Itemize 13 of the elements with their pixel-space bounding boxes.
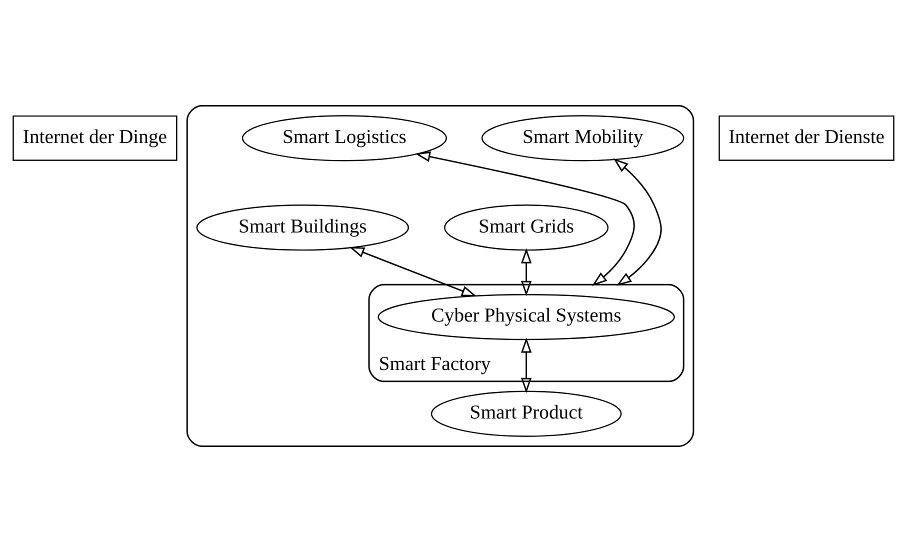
- arrow: [520, 336, 532, 393]
- node-ellipse: Smart Mobility: [481, 114, 684, 161]
- node-ellipse: Smart Product: [430, 390, 622, 436]
- arrow: [613, 158, 662, 286]
- node-ellipse: Smart Grids: [444, 204, 609, 250]
- cluster: [186, 104, 694, 446]
- arrow: [415, 150, 635, 286]
- node-ellipse: Cyber Physical Systems: [378, 293, 675, 340]
- node-box: Internet der Dienste: [718, 114, 894, 160]
- node-ellipse: Smart Buildings: [196, 204, 409, 250]
- arrow: [349, 246, 477, 296]
- node-box: Internet der Dinge: [12, 114, 178, 160]
- arrow: [520, 248, 532, 296]
